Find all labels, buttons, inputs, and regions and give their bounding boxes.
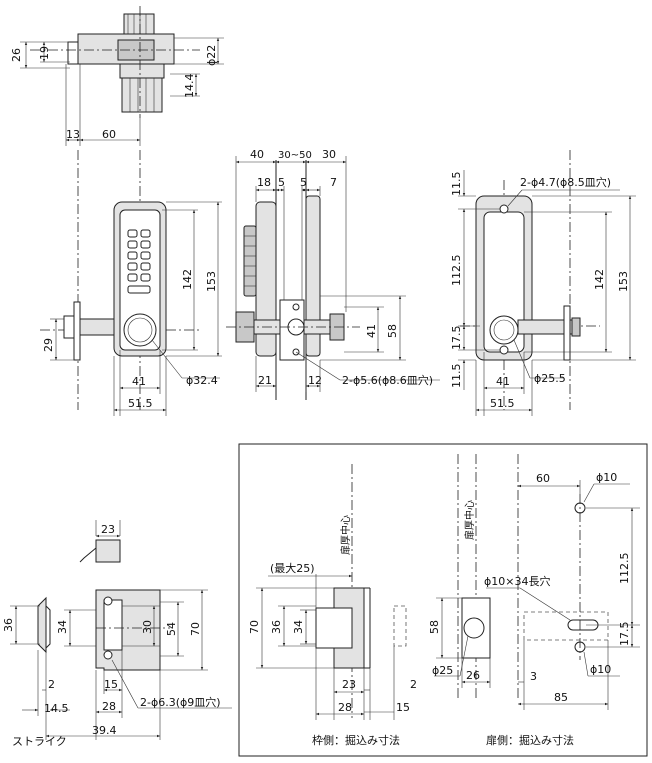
slot-note: ϕ10×34長穴 [484, 574, 550, 588]
dim-phi32-4: ϕ32.4 [186, 374, 218, 387]
dim-26: 26 [10, 48, 23, 62]
dim-41: 41 [365, 324, 378, 338]
dim-29: 29 [42, 338, 55, 352]
dim-30-50: 30~50 [278, 150, 312, 161]
keypad-buttons [127, 229, 151, 294]
dim-112-5: 112.5 [450, 255, 463, 287]
hole-note-side: 2-ϕ5.6(ϕ8.6皿穴) [342, 373, 433, 387]
dim-41: 41 [496, 375, 510, 388]
dim-34: 34 [292, 620, 305, 634]
door-caption: 扉側：掘込み寸法 [486, 733, 574, 747]
frame-cutout: 扉厚中心 (最大25) 70 36 34 23 28 2 15 枠側：掘込み寸法 [248, 464, 417, 747]
dim-max25: (最大25) [270, 561, 315, 575]
dim-60: 60 [536, 472, 550, 485]
strike-view: 23 36 34 30 54 70 2 14.5 15 28 2-ϕ6.3(ϕ9… [2, 520, 232, 748]
front-view: 142 153 29 41 ϕ32.4 51.5 [40, 150, 222, 416]
dim-15: 15 [396, 701, 410, 714]
dim-17-5: 17.5 [450, 326, 463, 351]
dim-70: 70 [189, 622, 202, 636]
dim-142: 142 [181, 269, 194, 290]
frame-center-label: 扉厚中心 [339, 515, 352, 555]
dim-phi10a: ϕ10 [596, 471, 617, 484]
dim-36: 36 [2, 618, 15, 632]
dim-5a: 5 [278, 176, 285, 189]
dim-41: 41 [132, 375, 146, 388]
dim-60: 60 [102, 128, 116, 141]
dim-14-5: 14.5 [44, 702, 69, 715]
dim-36: 36 [270, 620, 283, 634]
dim-142: 142 [593, 269, 606, 290]
dim-14-4: 14.4 [183, 74, 196, 99]
dim-30: 30 [322, 148, 336, 161]
dim-30: 30 [141, 620, 154, 634]
strike-caption: ストライク [12, 735, 67, 748]
door-cutout: 扉厚中心 60 ϕ10 ϕ10×34長穴 112.5 58 17.5 ϕ25 2… [428, 454, 640, 747]
door-center-label: 扉厚中心 [463, 500, 476, 540]
dim-26: 26 [466, 669, 480, 682]
dim-21: 21 [258, 374, 272, 387]
dim-2: 2 [48, 678, 55, 691]
dim-11-5a: 11.5 [450, 172, 463, 197]
frame-caption: 枠側：掘込み寸法 [312, 733, 400, 747]
dim-39-4: 39.4 [92, 724, 117, 737]
hole-note-strike: 2-ϕ6.3(ϕ9皿穴) [140, 695, 221, 709]
top-view: 26 19 ϕ22 14.4 13 60 [10, 6, 224, 146]
cutout-panel [238, 443, 648, 757]
dim-23: 23 [101, 523, 115, 536]
dim-51-5: 51.5 [128, 397, 153, 410]
dim-phi22: ϕ22 [205, 45, 218, 66]
dim-153: 153 [617, 271, 630, 292]
dim-2: 2 [410, 678, 417, 691]
dim-18: 18 [257, 176, 271, 189]
dim-19: 19 [38, 46, 51, 60]
dim-11-5b: 11.5 [450, 364, 463, 389]
dim-85: 85 [554, 691, 568, 704]
dim-phi25-5: ϕ25.5 [534, 372, 566, 385]
dim-54: 54 [165, 622, 178, 636]
dim-phi25: ϕ25 [432, 664, 453, 677]
side-back-body [305, 195, 321, 357]
dim-58: 58 [386, 324, 399, 338]
dim-13: 13 [66, 128, 80, 141]
dim-7: 7 [330, 176, 337, 189]
dim-70: 70 [248, 620, 261, 634]
dim-12: 12 [308, 374, 322, 387]
back-view: 2-ϕ4.7(ϕ8.5皿穴) 11.5 112.5 17.5 11.5 142 … [450, 150, 636, 416]
dim-153: 153 [205, 271, 218, 292]
dim-3: 3 [530, 670, 537, 683]
dim-28: 28 [338, 701, 352, 714]
dim-28: 28 [102, 700, 116, 713]
dim-112-5: 112.5 [618, 553, 631, 585]
side-view: 40 30~50 30 18 5 5 7 41 58 21 12 2-ϕ5.6(… [226, 148, 440, 400]
dim-15: 15 [104, 678, 118, 691]
dim-5b: 5 [300, 176, 307, 189]
dim-51-5: 51.5 [490, 397, 515, 410]
hole-note-back: 2-ϕ4.7(ϕ8.5皿穴) [520, 175, 611, 189]
front-knob [123, 313, 157, 347]
dim-58: 58 [428, 620, 441, 634]
dim-40: 40 [250, 148, 264, 161]
dim-phi10b: ϕ10 [590, 663, 611, 676]
top-cylinder [121, 77, 163, 113]
dim-17-5: 17.5 [618, 622, 631, 647]
dim-34: 34 [56, 620, 69, 634]
dim-23: 23 [342, 678, 356, 691]
door-cut-circle [463, 617, 485, 639]
top-knob [123, 13, 155, 35]
